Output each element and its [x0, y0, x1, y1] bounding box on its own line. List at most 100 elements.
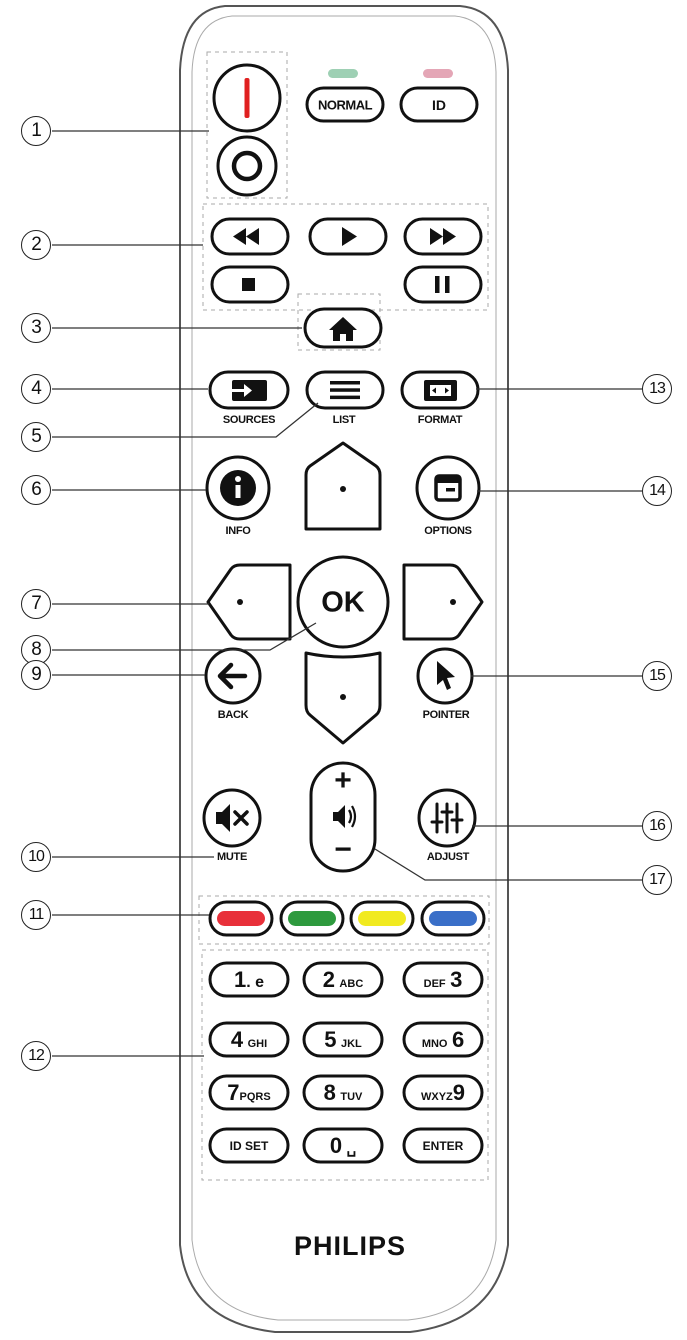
- key-0-text: 0 ␣: [329, 1133, 357, 1158]
- key-3-text: DEF 3: [423, 967, 463, 992]
- dpad-right-button[interactable]: [402, 563, 484, 641]
- info-button[interactable]: [205, 455, 271, 521]
- normal-button[interactable]: [305, 86, 385, 123]
- format-icon: [424, 380, 457, 401]
- key-8[interactable]: [302, 1074, 384, 1111]
- volume-down-label: −: [334, 833, 352, 866]
- ok-button[interactable]: [296, 555, 390, 649]
- callout-7: 7: [21, 589, 51, 619]
- callout-leaders: [52, 130, 642, 1057]
- id-label: ID: [432, 97, 446, 113]
- callout-17: 17: [642, 865, 672, 895]
- dpad-left-button[interactable]: [206, 563, 292, 641]
- back-label: BACK: [217, 709, 249, 721]
- normal-indicator: [328, 69, 358, 78]
- dpad-up-button[interactable]: [304, 441, 382, 531]
- volume-rocker[interactable]: [309, 761, 377, 873]
- sources-label: SOURCES: [222, 414, 276, 426]
- stop-icon: [242, 278, 255, 291]
- fast-forward-icon: [430, 228, 456, 245]
- callout-9: 9: [21, 660, 51, 690]
- key-7[interactable]: [208, 1074, 290, 1111]
- id-button[interactable]: [399, 86, 479, 123]
- key-8-text: 8 TUV: [323, 1080, 363, 1105]
- key-6-text: MNO 6: [421, 1027, 465, 1052]
- key-4-text: 4 GHI: [230, 1027, 268, 1052]
- power-icon: [244, 78, 250, 118]
- list-label: LIST: [332, 414, 356, 426]
- callout-14: 14: [642, 476, 672, 506]
- pointer-button[interactable]: [416, 647, 474, 705]
- rewind-icon: [233, 228, 259, 245]
- group-boxes: [198, 51, 490, 1181]
- fast-forward-button[interactable]: [403, 217, 483, 256]
- key-1-text: 1. e: [233, 967, 265, 992]
- arrow-left-icon: [237, 599, 243, 605]
- callout-10: 10: [21, 842, 51, 872]
- key-id-set[interactable]: [208, 1127, 290, 1164]
- green-button[interactable]: [279, 900, 345, 937]
- options-button[interactable]: [415, 455, 481, 521]
- numpad-keys: [208, 961, 484, 1164]
- volume-icon: [333, 805, 357, 828]
- callout-16: 16: [642, 811, 672, 841]
- key-3[interactable]: [402, 961, 484, 998]
- id-indicator: [423, 69, 453, 78]
- key-7-text: 7PQRS: [227, 1080, 271, 1105]
- key-6[interactable]: [402, 1021, 484, 1058]
- home-button[interactable]: [303, 307, 383, 349]
- callout-1: 1: [21, 116, 51, 146]
- play-button[interactable]: [308, 217, 388, 256]
- volume-up-label: +: [334, 764, 352, 797]
- blue-button[interactable]: [420, 900, 486, 937]
- format-button[interactable]: [400, 370, 480, 410]
- key-4[interactable]: [208, 1021, 290, 1058]
- key-enter[interactable]: [402, 1127, 484, 1164]
- power-button[interactable]: [212, 63, 282, 133]
- brand-logo: PHILIPS: [293, 1231, 407, 1261]
- callout-3: 3: [21, 313, 51, 343]
- adjust-button[interactable]: [417, 788, 477, 848]
- stop-button[interactable]: [210, 265, 290, 304]
- arrow-down-icon: [340, 694, 346, 700]
- info-icon: [220, 470, 256, 506]
- callout-6: 6: [21, 475, 51, 505]
- callout-4: 4: [21, 374, 51, 404]
- ok-label: OK: [321, 586, 365, 619]
- normal-label: NORMAL: [317, 97, 373, 113]
- yellow-button[interactable]: [349, 900, 415, 937]
- red-button[interactable]: [208, 900, 274, 937]
- standby-button[interactable]: [216, 135, 278, 197]
- back-arrow-icon: [217, 662, 248, 690]
- arrow-up-icon: [340, 486, 346, 492]
- adjust-icon: [430, 802, 464, 834]
- key-9[interactable]: [402, 1074, 484, 1111]
- info-label: INFO: [225, 525, 251, 537]
- remote-inner-outline: [191, 15, 497, 1321]
- home-icon: [329, 317, 357, 341]
- key-0[interactable]: [302, 1127, 384, 1164]
- mute-button[interactable]: [202, 788, 262, 848]
- callout-2: 2: [21, 230, 51, 260]
- back-button[interactable]: [204, 647, 262, 705]
- key-1[interactable]: [208, 961, 290, 998]
- pause-icon: [435, 276, 450, 293]
- mute-label: MUTE: [217, 851, 247, 863]
- key-2[interactable]: [302, 961, 384, 998]
- pointer-icon: [437, 661, 455, 690]
- adjust-label: ADJUST: [426, 851, 470, 863]
- key-5[interactable]: [302, 1021, 384, 1058]
- options-icon: [434, 474, 462, 502]
- sources-button[interactable]: [208, 370, 290, 410]
- format-label: FORMAT: [417, 414, 463, 426]
- callout-13: 13: [642, 374, 672, 404]
- list-button[interactable]: [305, 370, 385, 410]
- play-icon: [342, 227, 357, 246]
- rewind-button[interactable]: [210, 217, 290, 256]
- key-id-set-text: ID SET: [229, 1139, 269, 1153]
- source-icon: [228, 380, 267, 401]
- dpad-down-button[interactable]: [304, 651, 382, 745]
- pause-button[interactable]: [403, 265, 483, 304]
- key-9-text: WXYZ9: [420, 1080, 466, 1105]
